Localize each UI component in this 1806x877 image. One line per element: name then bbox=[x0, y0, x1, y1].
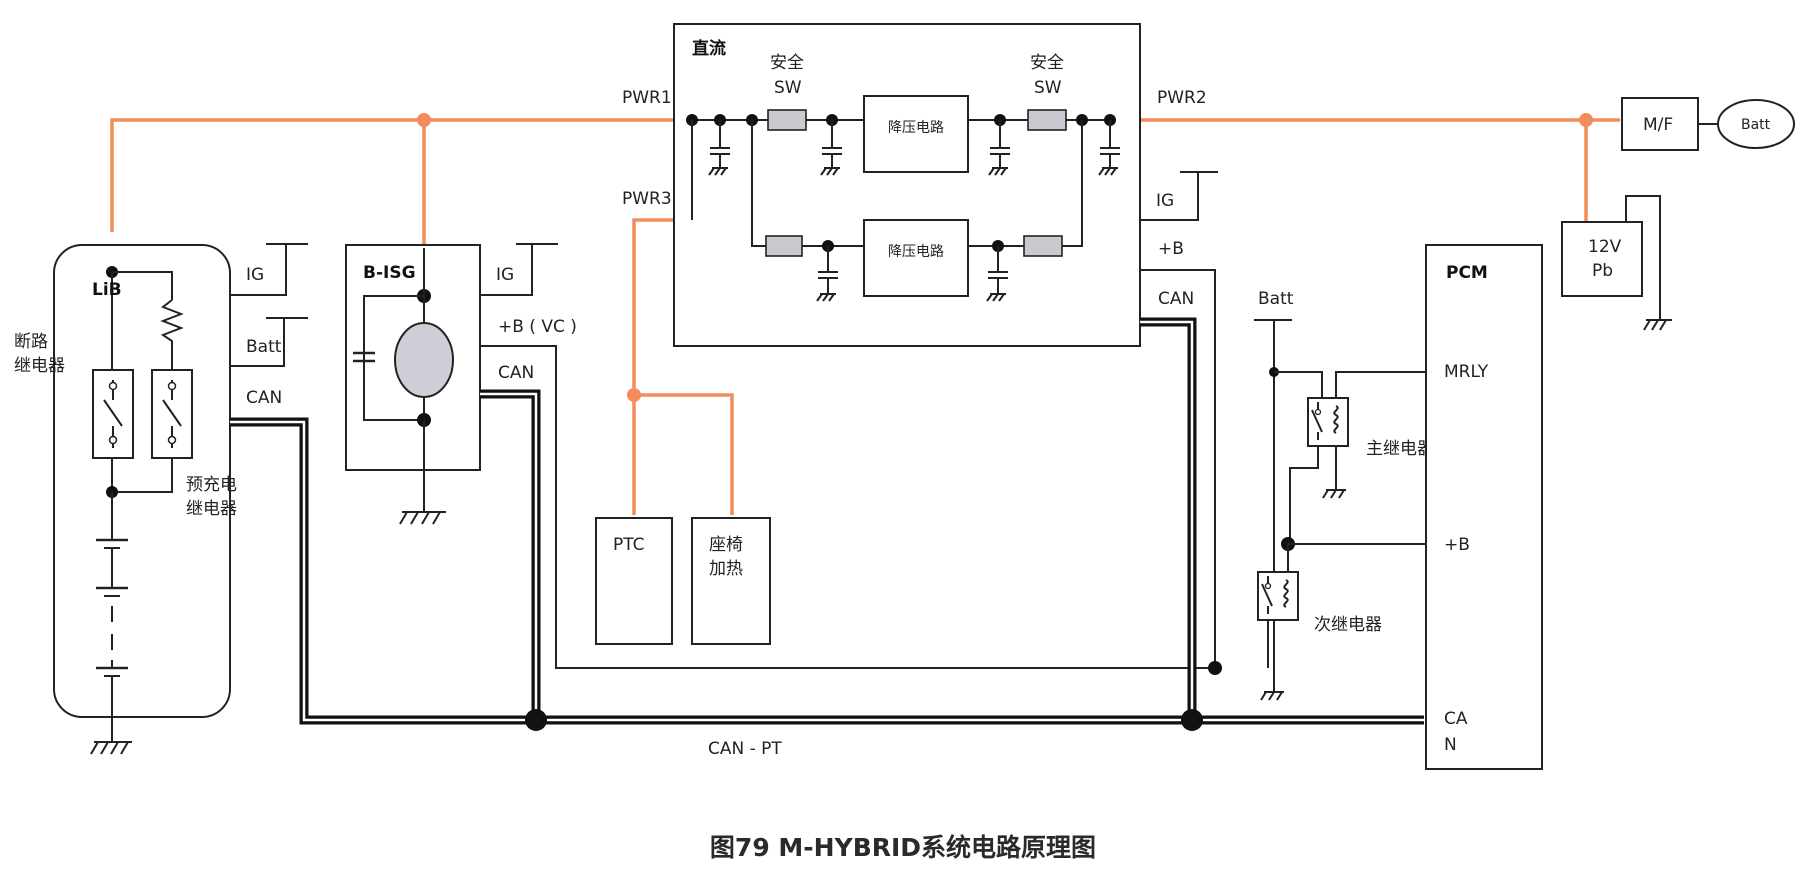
ground-symbol bbox=[1322, 489, 1346, 499]
pcm-title: PCM bbox=[1446, 263, 1488, 283]
ptc-label: PTC bbox=[613, 535, 645, 555]
pcm-module-box bbox=[1425, 244, 1543, 770]
lib-ig-label: IG bbox=[246, 265, 264, 285]
junction-node bbox=[1579, 113, 1593, 127]
safety-switch bbox=[1023, 235, 1063, 257]
can-pt-label: CAN - PT bbox=[708, 739, 782, 759]
batt-label: Batt bbox=[1741, 117, 1771, 133]
bisg-can-label: CAN bbox=[498, 363, 534, 383]
dcdc-title: 直流 bbox=[692, 38, 726, 59]
motor-generator-icon bbox=[394, 322, 454, 398]
batt-terminal bbox=[1717, 99, 1795, 149]
ptc-heater-box bbox=[595, 517, 673, 645]
pwr3-label: PWR3 bbox=[622, 189, 672, 209]
pcm-can-label: CA bbox=[1444, 709, 1468, 729]
pcm-mrly-label: MRLY bbox=[1444, 362, 1489, 382]
main-relay-label: 主继电器 bbox=[1366, 439, 1434, 459]
battery-cells bbox=[96, 492, 128, 742]
seat-heater-box bbox=[691, 517, 771, 645]
lib-can-label: CAN bbox=[246, 388, 282, 408]
buck-upper-label: 降压电路 bbox=[888, 120, 944, 136]
pcm-can-label: N bbox=[1444, 735, 1457, 755]
relay-section: Batt 主继电器 次继电器 bbox=[1254, 289, 1434, 701]
sub-relay-label: 次继电器 bbox=[1314, 615, 1382, 635]
precharge-relay-label: 继电器 bbox=[186, 499, 237, 519]
dcdc-converter-module: 直流 PWR1 PWR3 PWR2 降压电路 安全 SW 安全 SW bbox=[622, 23, 1218, 668]
dcdc-can-label: CAN bbox=[1158, 289, 1194, 309]
seat-heater-label: 座椅 bbox=[709, 535, 743, 555]
main-relay bbox=[1307, 397, 1349, 447]
dcdc-module-box bbox=[673, 23, 1141, 347]
buck-circuit-upper bbox=[863, 95, 969, 173]
can-junction bbox=[525, 709, 547, 731]
ground-symbol bbox=[1260, 691, 1284, 701]
batt-feed-label: Batt bbox=[1258, 289, 1294, 309]
lib-module-box bbox=[53, 244, 231, 718]
safety-switch bbox=[765, 235, 803, 257]
breaker-relay-label: 断路 bbox=[14, 332, 48, 352]
ground-symbol bbox=[90, 741, 132, 755]
lib-battery-module: LiB 断路 继电器 预充电 继电器 IG Batt CAN bbox=[14, 243, 308, 755]
sub-relay bbox=[1257, 571, 1299, 621]
dcdc-b-label: +B bbox=[1158, 239, 1184, 259]
buck-circuit-lower bbox=[863, 219, 969, 297]
bisg-ig-label: IG bbox=[496, 265, 514, 285]
12v-pb-battery bbox=[1561, 221, 1643, 297]
auxiliary-battery-section: M/F Batt 12V Pb bbox=[1561, 97, 1795, 331]
safety-switch bbox=[1027, 109, 1067, 131]
junction-node bbox=[417, 113, 431, 127]
bisg-title: B-ISG bbox=[363, 263, 416, 283]
safety-sw-right-label: SW bbox=[1034, 78, 1062, 98]
seat-heater-label: 加热 bbox=[709, 559, 743, 579]
power-wiring bbox=[110, 113, 1620, 515]
pb-voltage-label: 12V bbox=[1588, 237, 1622, 257]
ground-symbol bbox=[399, 511, 446, 525]
can-bus: CAN - PT bbox=[230, 317, 1424, 759]
mf-label: M/F bbox=[1643, 115, 1673, 135]
bisg-module: B-ISG IG +B ( VC ) CAN bbox=[345, 243, 1215, 669]
pcm-module: PCM MRLY +B CA N bbox=[1425, 244, 1543, 770]
lib-batt-label: Batt bbox=[246, 337, 282, 357]
dcdc-ig-label: IG bbox=[1156, 191, 1174, 211]
capacitor-symbols bbox=[816, 246, 1008, 302]
safety-sw-left-label: SW bbox=[774, 78, 802, 98]
pcm-b-label: +B bbox=[1444, 535, 1470, 555]
precharge-relay-label: 预充电 bbox=[186, 475, 237, 495]
lib-title: LiB bbox=[92, 280, 122, 300]
loads: PTC 座椅 加热 bbox=[595, 517, 771, 645]
can-junction bbox=[1181, 709, 1203, 731]
ground-symbol bbox=[1643, 319, 1672, 331]
capacitor-symbols bbox=[708, 120, 1120, 176]
safety-sw-right-label: 安全 bbox=[1030, 53, 1064, 73]
junction-node bbox=[627, 388, 641, 402]
breaker-relay-label: 继电器 bbox=[14, 356, 65, 376]
buck-lower-label: 降压电路 bbox=[888, 244, 944, 260]
bisg-vc-label: +B ( VC ) bbox=[498, 317, 577, 337]
pwr2-label: PWR2 bbox=[1157, 88, 1207, 108]
figure-caption: 图79 M-HYBRID系统电路原理图 bbox=[710, 833, 1096, 862]
pwr1-label: PWR1 bbox=[622, 88, 672, 108]
safety-switch bbox=[767, 109, 807, 131]
safety-sw-left-label: 安全 bbox=[770, 53, 804, 73]
pb-label: Pb bbox=[1592, 261, 1613, 281]
mf-fuse-box bbox=[1621, 97, 1699, 151]
